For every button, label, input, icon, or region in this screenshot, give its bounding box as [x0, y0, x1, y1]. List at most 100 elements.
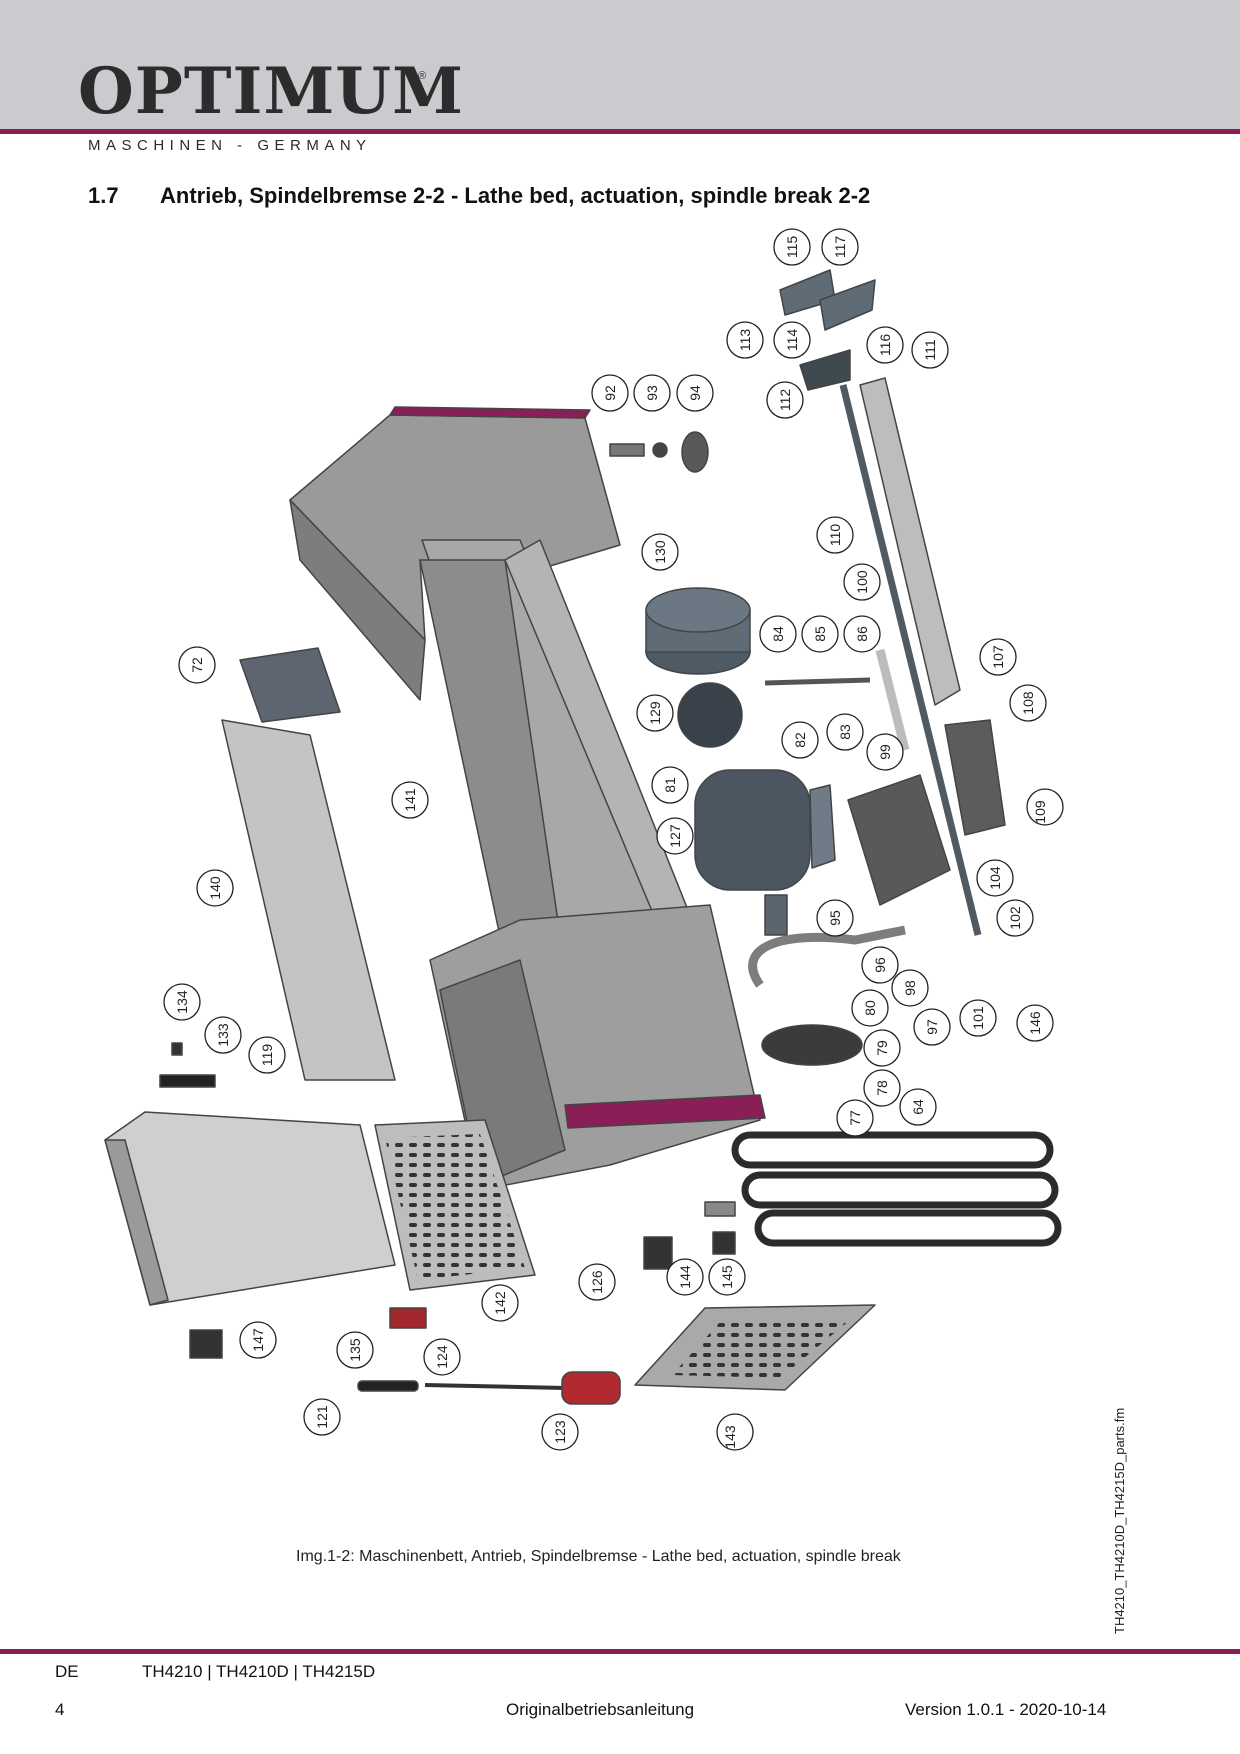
svg-text:117: 117 — [832, 236, 848, 259]
svg-text:85: 85 — [812, 626, 828, 642]
svg-text:124: 124 — [434, 1345, 450, 1369]
callout-108: 108 — [1009, 684, 1047, 722]
svg-text:123: 123 — [552, 1420, 568, 1444]
callout-110: 110 — [816, 516, 854, 554]
svg-text:80: 80 — [862, 1000, 878, 1016]
svg-text:104: 104 — [987, 866, 1003, 890]
footer-models: TH4210 | TH4210D | TH4215D — [142, 1662, 376, 1681]
callout-86: 86 — [843, 615, 881, 653]
svg-text:110: 110 — [827, 524, 843, 547]
figure-caption: Img.1-2: Maschinenbett, Antrieb, Spindel… — [296, 1548, 901, 1565]
svg-text:64: 64 — [910, 1099, 926, 1115]
callout-labels: 115 117 113 114 116 111 112 92 93 94 110… — [163, 228, 1064, 1451]
callout-92: 92 — [591, 374, 629, 412]
callout-102: 102 — [996, 899, 1034, 937]
callout-134: 134 — [163, 983, 201, 1021]
svg-text:81: 81 — [662, 777, 678, 793]
footer-document-type: Originalbetriebsanleitung — [506, 1700, 695, 1719]
svg-text:145: 145 — [719, 1265, 735, 1289]
callout-140: 140 — [196, 869, 234, 907]
svg-text:115: 115 — [784, 236, 800, 259]
callout-121: 121 — [303, 1398, 341, 1436]
callout-107: 107 — [979, 638, 1017, 676]
svg-text:100: 100 — [854, 570, 870, 594]
brand-logo: OPTIMUM — [78, 54, 464, 129]
svg-text:144: 144 — [677, 1265, 693, 1289]
callout-142: 142 — [481, 1284, 519, 1322]
registered-mark: ® — [418, 70, 427, 82]
callout-81: 81 — [651, 766, 689, 804]
callout-135: 135 — [336, 1331, 374, 1369]
brand-tagline: MASCHINEN - GERMANY — [88, 137, 372, 154]
callout-93: 93 — [633, 374, 671, 412]
svg-text:96: 96 — [872, 957, 888, 973]
callout-94: 94 — [676, 374, 714, 412]
svg-text:78: 78 — [874, 1080, 890, 1096]
svg-text:94: 94 — [687, 385, 703, 401]
svg-text:121: 121 — [314, 1405, 330, 1429]
svg-text:112: 112 — [777, 389, 793, 412]
callout-124: 124 — [423, 1338, 461, 1376]
callout-130: 130 — [641, 533, 679, 571]
svg-text:82: 82 — [792, 732, 808, 748]
svg-text:102: 102 — [1007, 906, 1023, 930]
svg-text:83: 83 — [837, 724, 853, 740]
callout-144: 144 — [666, 1258, 704, 1296]
callout-113: 113 — [726, 321, 764, 359]
svg-text:135: 135 — [347, 1338, 363, 1362]
footer-language: DE — [55, 1662, 79, 1681]
callout-133: 133 — [204, 1016, 242, 1054]
callout-80: 80 — [851, 989, 889, 1027]
callout-85: 85 — [801, 615, 839, 653]
section-number: 1.7 — [88, 183, 119, 208]
svg-text:147: 147 — [250, 1328, 266, 1352]
callout-145: 145 — [708, 1258, 746, 1296]
svg-text:107: 107 — [990, 645, 1006, 669]
section-title: Antrieb, Spindelbremse 2-2 - Lathe bed, … — [160, 183, 871, 208]
callout-64: 64 — [899, 1088, 937, 1126]
svg-text:77: 77 — [847, 1110, 863, 1126]
callout-141: 141 — [391, 781, 429, 819]
svg-text:108: 108 — [1020, 691, 1036, 715]
callout-82: 82 — [781, 721, 819, 759]
svg-text:99: 99 — [877, 744, 893, 760]
file-name-label: TH4210_TH4210D_TH4215D_parts.fm — [1112, 1407, 1127, 1634]
callout-143: 143 — [716, 1413, 754, 1451]
section-heading: 1.7 Antrieb, Spindelbremse 2-2 - Lathe be… — [88, 183, 870, 209]
callout-97: 97 — [913, 1008, 951, 1046]
callout-146: 146 — [1016, 1004, 1054, 1042]
svg-text:146: 146 — [1027, 1011, 1043, 1035]
svg-text:127: 127 — [667, 824, 683, 848]
svg-text:142: 142 — [492, 1291, 508, 1315]
svg-text:133: 133 — [215, 1023, 231, 1047]
svg-text:98: 98 — [902, 980, 918, 996]
callout-117: 117 — [821, 228, 859, 266]
callout-83: 83 — [826, 713, 864, 751]
svg-text:113: 113 — [737, 329, 753, 352]
header-band — [0, 0, 1240, 130]
callout-104: 104 — [976, 859, 1014, 897]
svg-text:111: 111 — [922, 339, 938, 360]
svg-text:86: 86 — [854, 626, 870, 642]
svg-text:72: 72 — [189, 657, 205, 673]
svg-text:101: 101 — [970, 1006, 986, 1030]
callout-79: 79 — [863, 1029, 901, 1067]
svg-text:119: 119 — [259, 1044, 275, 1067]
lathe-bed-drawing — [104, 269, 1062, 1405]
svg-text:84: 84 — [770, 626, 786, 642]
svg-text:109: 109 — [1032, 800, 1048, 824]
callout-114: 114 — [773, 321, 811, 359]
callout-109: 109 — [1026, 788, 1064, 826]
svg-text:129: 129 — [647, 701, 663, 725]
svg-text:95: 95 — [827, 910, 843, 926]
footer-version: Version 1.0.1 - 2020-10-14 — [905, 1700, 1107, 1719]
callout-72: 72 — [178, 646, 216, 684]
svg-text:93: 93 — [644, 385, 660, 401]
callout-77: 77 — [836, 1099, 874, 1137]
svg-text:126: 126 — [589, 1270, 605, 1294]
svg-text:97: 97 — [924, 1019, 940, 1035]
footer-rule — [0, 1649, 1240, 1654]
callout-123: 123 — [541, 1413, 579, 1451]
callout-115: 115 — [773, 228, 811, 266]
